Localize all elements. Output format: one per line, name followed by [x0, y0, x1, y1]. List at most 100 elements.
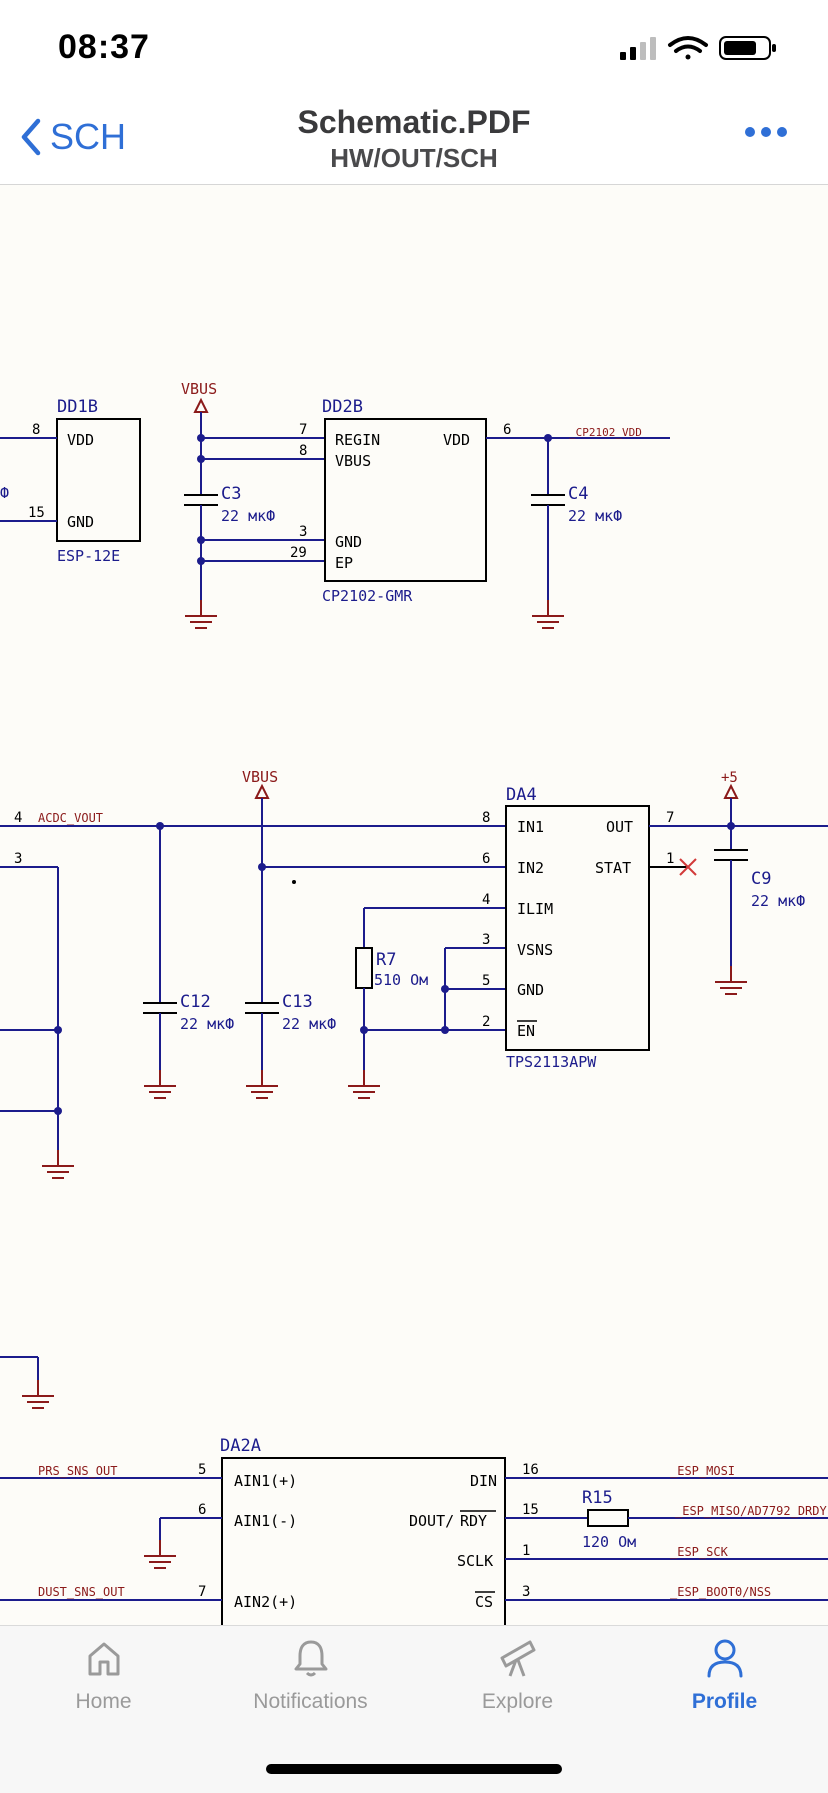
da4-pin-en: EN [517, 1022, 535, 1040]
tab-home[interactable]: Home [0, 1636, 207, 1714]
wifi-icon [668, 36, 708, 60]
da2a-pin1: 1 [522, 1543, 530, 1559]
da2a-pin-rdy: RDY [460, 1512, 487, 1530]
schematic-drawing: DD1B ESP-12E VDD GND 8 15 Ф VBUS C3 22 м… [0, 380, 828, 1625]
vbus-top-label: VBUS [181, 380, 217, 398]
da2a-ref: DA2A [220, 1436, 261, 1456]
no-connect-marker [679, 858, 697, 876]
dd1b-part: ESP-12E [57, 547, 120, 565]
dd2b-pin8: 8 [299, 443, 307, 459]
tab-explore-label: Explore [481, 1690, 554, 1713]
da4-pin-out: OUT [606, 818, 633, 836]
da4-pin1: 1 [666, 851, 674, 867]
da2a-pin7: 7 [198, 1584, 206, 1600]
da2a-pin15: 15 [522, 1502, 539, 1518]
net-esp-sck: _ESP_SCK [670, 1545, 729, 1559]
status-time: 08:37 [58, 28, 150, 66]
battery-icon [719, 36, 776, 60]
c12-ref: C12 [180, 992, 211, 1012]
net-esp-boot0: _ESP_BOOT0/NSS [670, 1585, 771, 1599]
dd2b-pin-ep: EP [335, 554, 353, 572]
r7-value: 510 Ом [374, 971, 428, 989]
c4-network: C4 22 мкФ [531, 438, 622, 629]
da2a-pin-ain2p: AIN2(+) [234, 1593, 297, 1611]
da2a-pin3: 3 [522, 1584, 530, 1600]
da2a-pin5: 5 [198, 1462, 206, 1478]
da4-pin-in2: IN2 [517, 859, 544, 877]
telescope-icon [500, 1640, 535, 1677]
da4-ref: DA4 [506, 785, 537, 805]
power-mux-network: 4 ACDC_VOUT 3 C12 22 мкФ VBUS C13 22 мкФ [0, 768, 506, 1179]
da2a-pin16: 16 [522, 1462, 539, 1478]
dd2b-pin-vbus: VBUS [335, 452, 371, 470]
da4-pin5: 5 [482, 973, 490, 989]
da4-pin-in1: IN1 [517, 818, 544, 836]
dd2b-pin-regin: REGIN [335, 431, 380, 449]
r15-value: 120 Ом [582, 1533, 636, 1551]
da2a-pin-din: DIN [470, 1472, 497, 1490]
home-icon [88, 1642, 119, 1676]
tab-profile[interactable]: Profile [621, 1636, 828, 1714]
da4-part: TPS2113APW [506, 1053, 597, 1071]
da2a-component: DA2A AIN1(+) AIN1(-) AIN2(+) DIN DOUT/ R… [0, 1436, 828, 1625]
left-pin3: 3 [14, 851, 22, 867]
dd2b-part: CP2102-GMR [322, 587, 413, 605]
dd2b-pin29: 29 [290, 545, 307, 561]
dd2b-pin6: 6 [503, 422, 511, 438]
chevron-left-icon [21, 118, 41, 156]
dd2b-pin-vdd: VDD [443, 431, 470, 449]
da4-pin7: 7 [666, 810, 674, 826]
da4-component: DA4 TPS2113APW IN1 IN2 ILIM VSNS GND EN … [482, 785, 828, 1071]
c9-network: +5 C9 22 мкФ [714, 770, 805, 995]
da4-pin-ilim: ILIM [517, 900, 553, 918]
c13-value: 22 мкФ [282, 1015, 336, 1033]
c13-ref: C13 [282, 992, 313, 1012]
da4-pin-gnd: GND [517, 981, 544, 999]
bell-icon [294, 1640, 327, 1677]
c4-value: 22 мкФ [568, 507, 622, 525]
tab-notifications[interactable]: Notifications [207, 1636, 414, 1714]
net-cp2102-vdd: _CP2102_VDD [569, 426, 642, 439]
dd2b-component: DD2B CP2102-GMR REGIN VBUS GND EP VDD 7 … [290, 397, 670, 605]
lower-ground-stub [0, 1356, 55, 1409]
tab-home-label: Home [75, 1690, 132, 1713]
left-pin4: 4 [14, 810, 22, 826]
status-bar: 08:37 [0, 0, 828, 96]
net-esp-miso: _ESP_MISO/AD7792_DRDY [675, 1504, 827, 1518]
person-icon [707, 1639, 742, 1678]
status-icons [620, 36, 776, 60]
c9-ref: C9 [751, 869, 771, 889]
da2a-pin6: 6 [198, 1502, 206, 1518]
dd1b-cut-label: Ф [0, 484, 9, 502]
c3-value: 22 мкФ [221, 507, 275, 525]
dd2b-pin3: 3 [299, 524, 307, 540]
back-label: SCH [50, 116, 127, 157]
title-block: Schematic.PDF HW/OUT/SCH [0, 104, 828, 174]
plus5-label: +5 [721, 770, 738, 786]
dd2b-ref: DD2B [322, 397, 363, 417]
net-acdc-vout: ACDC_VOUT [38, 811, 103, 825]
back-button[interactable]: SCH [20, 116, 126, 158]
more-options-icon[interactable] [744, 126, 788, 138]
schematic-viewer[interactable]: DD1B ESP-12E VDD GND 8 15 Ф VBUS C3 22 м… [0, 185, 828, 1625]
vbus-mid-label: VBUS [242, 768, 278, 786]
net-prs-sns-out: PRS_SNS_OUT [38, 1464, 117, 1478]
da2a-pin-ain1m: AIN1(-) [234, 1512, 297, 1530]
tab-explore[interactable]: Explore [414, 1636, 621, 1714]
net-esp-mosi: _ESP_MOSI [670, 1464, 735, 1478]
dd1b-pin-gnd: GND [67, 513, 94, 531]
net-dust-sns-out: DUST_SNS_OUT [38, 1585, 125, 1599]
c3-ref: C3 [221, 484, 241, 504]
navigation-bar: SCH Schematic.PDF HW/OUT/SCH [0, 96, 828, 185]
da2a-pin-dout: DOUT/ [409, 1512, 454, 1530]
da4-pin4: 4 [482, 892, 490, 908]
da4-pin2: 2 [482, 1014, 490, 1030]
tab-notifications-label: Notifications [253, 1690, 368, 1713]
da2a-pin-ain1p: AIN1(+) [234, 1472, 297, 1490]
dd1b-pin8: 8 [32, 422, 40, 438]
da4-pin3: 3 [482, 932, 490, 948]
c12-value: 22 мкФ [180, 1015, 234, 1033]
home-indicator [266, 1764, 562, 1774]
da2a-pin-sclk: SCLK [457, 1552, 493, 1570]
c9-value: 22 мкФ [751, 892, 805, 910]
